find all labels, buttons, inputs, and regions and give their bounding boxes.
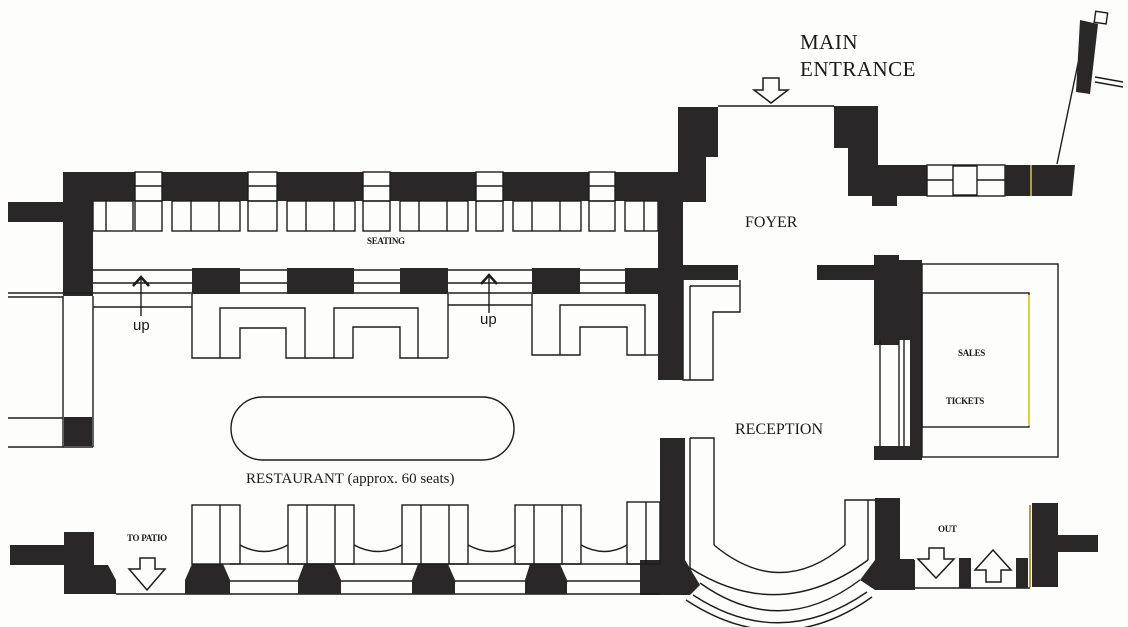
- middle-steps: [8, 268, 660, 316]
- to-patio-label: TO PATIO: [127, 533, 167, 543]
- reception-stairs: [640, 437, 915, 627]
- north-windows: [134, 171, 616, 202]
- out-arrow-icon: [916, 547, 956, 580]
- foyer-label: FOYER: [745, 214, 798, 231]
- restaurant-label: RESTAURANT (approx. 60 seats): [246, 471, 455, 487]
- to-patio-arrow-icon: [127, 557, 167, 592]
- reception-label: RECEPTION: [735, 421, 823, 438]
- up-label-left: up: [133, 317, 150, 334]
- up-label-right: up: [480, 311, 497, 328]
- main-entrance-label-line2: ENTRANCE: [800, 57, 916, 81]
- sales-booth: [817, 255, 1059, 460]
- oval-table: [230, 396, 515, 461]
- sales-label: SALES: [958, 348, 986, 358]
- entrance-arrow-icon: [751, 77, 791, 104]
- tickets-label: TICKETS: [946, 396, 984, 406]
- in-arrow-icon: [973, 548, 1013, 583]
- south-wall: [10, 501, 1098, 595]
- main-entrance: [718, 10, 1124, 206]
- central-wall: [658, 107, 741, 381]
- main-entrance-label-line1: MAIN: [800, 30, 858, 54]
- west-wall: [8, 296, 94, 448]
- u-booths: [191, 294, 658, 359]
- north-booths: [92, 200, 659, 232]
- seating-label: SEATING: [367, 236, 405, 246]
- out-label: OUT: [938, 524, 957, 534]
